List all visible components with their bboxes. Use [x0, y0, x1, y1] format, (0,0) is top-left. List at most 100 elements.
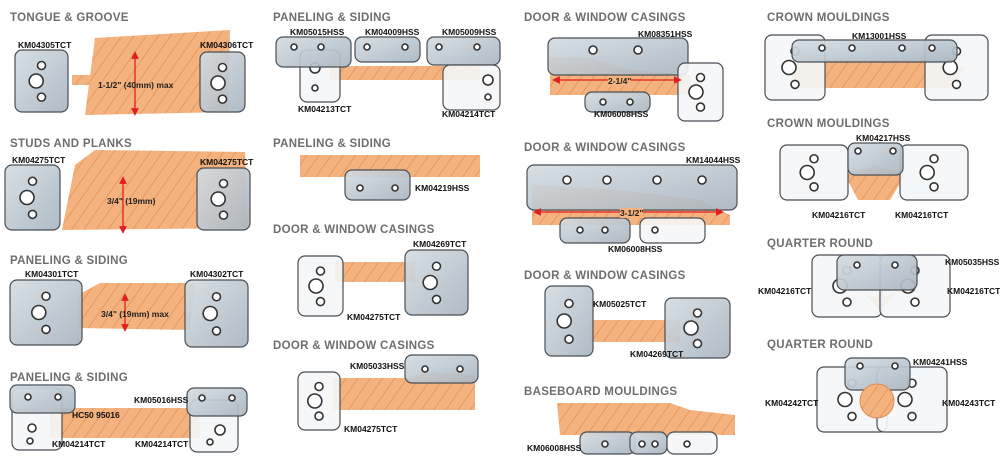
part-label: KM04214TCT	[52, 439, 106, 449]
knife-hole	[217, 94, 228, 104]
knife-hole	[907, 411, 917, 422]
knife-hole	[431, 261, 442, 272]
knife-hole	[564, 334, 574, 345]
knife-hole	[601, 440, 609, 448]
knife-hole	[317, 43, 325, 51]
knife-hole	[315, 266, 326, 276]
knife-hole	[576, 226, 584, 234]
knife-hole	[951, 79, 962, 90]
cutter-knife	[666, 431, 718, 455]
knife-hole	[837, 391, 853, 408]
knife-hole	[28, 73, 45, 89]
knife-hole	[889, 147, 897, 155]
knife-hole	[206, 438, 214, 446]
knife-hole	[306, 393, 323, 409]
knife-hole	[36, 92, 47, 102]
cutter-knife	[547, 37, 689, 76]
knife-hole	[556, 313, 573, 329]
cutter-knife	[836, 254, 918, 291]
knife-hole	[210, 191, 226, 207]
cutter-knife	[629, 431, 668, 455]
section-title: PANELING & SIDING	[273, 12, 391, 24]
knife-hole	[421, 365, 429, 373]
knife-hole	[599, 98, 607, 106]
part-label: KM04216TCT	[895, 210, 949, 220]
knife-hole	[311, 84, 319, 92]
knife-hole	[897, 391, 913, 408]
cutter-knife	[9, 384, 76, 414]
knife-hole	[695, 72, 706, 83]
knife-hole	[41, 324, 51, 335]
knife-hole	[853, 261, 861, 269]
part-label: KM04009HSS	[365, 27, 420, 37]
cutter-knife	[584, 91, 651, 113]
cutter-knife	[354, 36, 421, 63]
knife-hole	[24, 393, 32, 401]
part-label: KM04301TCT	[25, 269, 79, 279]
knife-hole	[854, 147, 862, 155]
part-label: KM04219HSS	[415, 183, 470, 193]
part-label: KM06008HSS	[527, 443, 582, 453]
knife-hole	[683, 320, 699, 336]
knife-hole	[431, 294, 442, 305]
cutter-knife	[639, 217, 706, 244]
knife-hole	[210, 75, 226, 91]
part-label: KM04241HSS	[913, 357, 968, 367]
wood-profile	[300, 155, 480, 177]
knife-hole	[848, 44, 856, 52]
part-label: KM04216TCT	[947, 286, 1000, 296]
knife-hole	[308, 278, 324, 294]
part-label: KM04217HSS	[856, 133, 911, 143]
knife-hole	[856, 362, 864, 370]
knife-hole	[683, 440, 691, 448]
knife-hole	[929, 182, 939, 192]
section-title: PANELING & SIDING	[273, 138, 391, 150]
knife-hole	[799, 164, 816, 181]
knife-hole	[842, 297, 852, 307]
knife-hole	[651, 226, 659, 234]
knife-hole	[484, 93, 492, 101]
knife-hole	[41, 291, 51, 302]
section-title: DOOR & WINDOW CASINGS	[273, 340, 435, 352]
knife-hole	[198, 394, 206, 402]
knife-hole	[314, 381, 324, 392]
part-label: KM08351HSS	[638, 29, 693, 39]
part-label: KM05035HSS	[945, 257, 1000, 267]
dimension-label: 1-1/2" (40mm) max	[98, 80, 174, 90]
part-label: KM04214TCT	[135, 439, 189, 449]
wood-profile	[590, 320, 680, 342]
knife-hole	[19, 189, 35, 206]
part-label: KM04269TCT	[413, 239, 467, 249]
knife-hole	[692, 308, 703, 318]
part-label: KM04305TCT	[18, 40, 72, 50]
knife-hole	[217, 62, 228, 73]
knife-hole	[202, 305, 218, 322]
part-label: KM05033HSS	[350, 361, 405, 371]
part-label: KM14044HSS	[686, 155, 741, 165]
knife-hole	[562, 175, 572, 185]
wood-profile	[557, 403, 735, 435]
cutter-knife	[186, 387, 248, 417]
knife-hole	[54, 393, 62, 401]
knife-hole	[36, 60, 47, 71]
part-label: HC50 95016	[72, 410, 120, 420]
knife-hole	[809, 153, 819, 164]
knife-hole	[30, 304, 47, 321]
knife-hole	[898, 44, 906, 52]
section-title: CROWN MOULDINGS	[767, 12, 890, 24]
knife-hole	[564, 298, 574, 309]
part-label: KM04275TCT	[200, 157, 254, 167]
section-title: STUDS AND PLANKS	[10, 138, 132, 150]
knife-hole	[633, 45, 643, 55]
wood-profile	[785, 60, 965, 88]
knife-hole	[928, 44, 936, 52]
knife-hole	[211, 291, 222, 302]
cutter-knife	[426, 36, 501, 66]
knife-hole	[891, 362, 899, 370]
section-title: CROWN MOULDINGS	[767, 118, 890, 130]
knife-hole	[588, 45, 598, 55]
knife-hole	[818, 44, 826, 52]
wood-profile	[72, 75, 92, 85]
knife-hole	[919, 164, 936, 181]
